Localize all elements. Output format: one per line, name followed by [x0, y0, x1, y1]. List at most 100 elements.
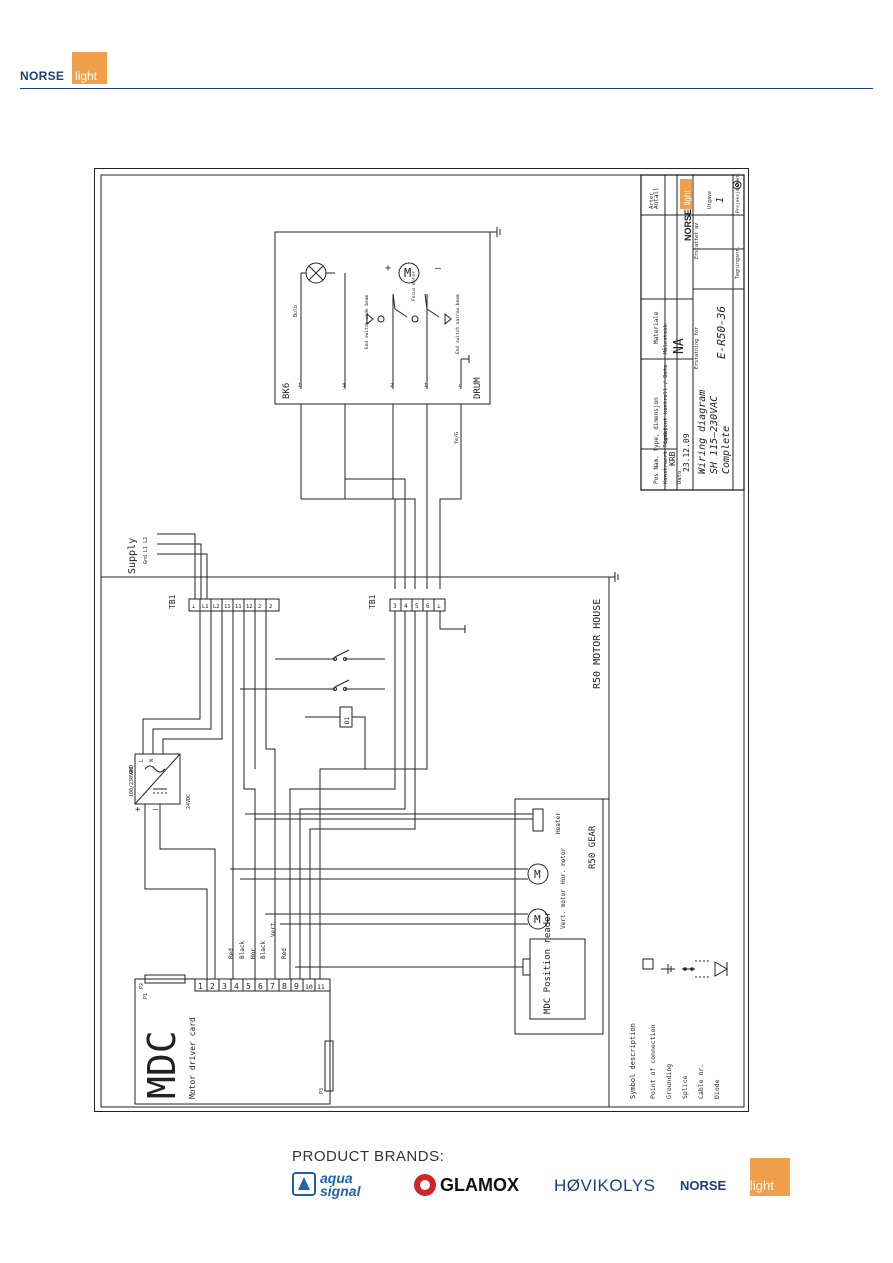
projection-symbol-inner: [735, 183, 739, 187]
tb-materiale: Materiale: [653, 311, 660, 344]
legend-splice-dot: [683, 967, 687, 971]
motor-house-box: R50 MOTOR HOUSE Supply Gnd L1 L2 TB1 ⊥ L…: [100, 533, 619, 1108]
end-switch-narrow-label: End switch narrow beam: [455, 294, 461, 354]
tb-utgave-val: 1: [715, 197, 726, 203]
point-of-connection: [343, 657, 347, 661]
p1-label: P1: [143, 993, 149, 999]
product-brands-title: PRODUCT BRANDS:: [292, 1148, 445, 1165]
diode-symbol: [366, 312, 452, 326]
tb1-top-term: 2: [269, 604, 272, 610]
wire-red1: Red: [228, 948, 235, 959]
tb1-top-label: TB1: [168, 594, 177, 609]
wiring-diagram-sheet: Pos Nam. type, dimensjon Materiale Antal…: [94, 168, 749, 1112]
tb-logo-norse: NORSE: [683, 209, 693, 241]
focus-motor-label: Focus motor: [411, 271, 417, 301]
vert-motor-wires: [265, 913, 528, 925]
tb1-top-term: 11: [224, 604, 231, 610]
drum-term: 1: [424, 383, 427, 389]
wire-red2: Red: [281, 948, 288, 959]
p2-label: P2: [139, 983, 145, 989]
tb1-mid-term: ⊥: [437, 603, 441, 610]
tb1-top-term: L2: [213, 604, 220, 610]
p1-pin: 9: [294, 982, 299, 991]
supply-label: Supply: [127, 538, 138, 574]
hovik-text: HØVIKOLYS: [554, 1176, 656, 1195]
p1-pin: 7: [270, 982, 275, 991]
tb-dato-val: 23.12.09: [682, 433, 691, 472]
tb-title2: SH 115–230VAC: [709, 396, 720, 474]
focus-motor-symbol: [398, 262, 420, 284]
drum-term: 2: [390, 383, 393, 389]
power-supply: [134, 753, 181, 805]
motor-driver-card-label: Motor driver card: [188, 1017, 197, 1099]
switch-blade: [334, 679, 350, 688]
vert-motor-symbol: [527, 908, 549, 930]
wire-hor: Hor: [250, 948, 257, 959]
drum-label: DRUM: [473, 377, 483, 399]
header-divider: [20, 88, 873, 89]
bulb-label: Bulb: [293, 305, 299, 317]
hor-motor-m: M: [534, 868, 541, 881]
p1-pin: 10: [305, 983, 313, 991]
hor-motor-label: Hor. motor: [560, 847, 567, 884]
r50-gear-label: R50 GEAR: [588, 825, 598, 869]
title-block: Pos Nam. type, dimensjon Materiale Antal…: [640, 172, 745, 491]
p1-connector: [194, 978, 331, 992]
drum-term: ⊥: [458, 383, 461, 389]
wire-black2: Black: [260, 941, 267, 959]
tb1-mid-label: TB1: [368, 594, 377, 609]
tb1-mid-term: 5: [415, 603, 419, 610]
p3-label: P3: [319, 1088, 325, 1094]
tb1-top-term: L1: [202, 604, 209, 610]
tb1-mid-strip: [389, 598, 446, 612]
tb1-top-strip: [188, 598, 280, 612]
hor-motor-symbol: [527, 863, 549, 885]
psu-ac-symbol: [144, 765, 166, 773]
heater-wires: [245, 813, 533, 820]
bulb-cross: [308, 265, 324, 281]
mdc-label: MDC: [140, 1030, 184, 1099]
psu-plus: +: [135, 805, 141, 815]
tb-drawing-no: E-R50-36: [715, 306, 728, 359]
tb-tegnnr: Tegningsnr.: [735, 246, 741, 279]
legend-splice-dot: [690, 967, 694, 971]
legend-item: Cable nr.: [697, 1064, 705, 1099]
p3-connector: [324, 1040, 334, 1092]
aqua-signal-icon: [292, 1172, 316, 1196]
tb-title3: Complete: [721, 426, 732, 474]
p1-pin: 1: [198, 982, 203, 991]
psu-out-label: 24VDC: [186, 794, 192, 809]
position-reader-label: MDC Position reader: [543, 910, 553, 1014]
tb-dato: Dato: [677, 471, 683, 484]
tb1-top-term: 12: [246, 604, 253, 610]
psu-n-label: N: [149, 759, 155, 762]
p1-pin: 2: [210, 982, 215, 991]
point-of-connection: [343, 687, 347, 691]
legend-item: Point of connection: [649, 1025, 657, 1099]
p1-pin: 11: [317, 983, 325, 991]
bk6-frame: [274, 231, 491, 405]
point-of-connection: [333, 687, 337, 691]
tb-konstruert: Konstruert Tegnet: [663, 428, 669, 484]
focus-motor-m: M: [404, 266, 411, 280]
focus-minus: –: [435, 263, 442, 274]
position-reader-connector: [522, 958, 531, 976]
legend-ground-symbol: [661, 964, 675, 974]
vert-motor-label: Vert. motor: [560, 889, 567, 929]
glamox-text: GLAMOX: [440, 1175, 519, 1195]
aqua-text: aqua: [320, 1170, 353, 1186]
relay-contacts: [240, 658, 385, 690]
tb1-mid-term: 3: [393, 603, 397, 610]
bk6-drum-box: M + – Bulb End switch wide beam End swit…: [274, 227, 501, 405]
tb-malestokk-val: NA: [672, 338, 687, 354]
r50-gear-box: [514, 798, 604, 1035]
p1-pin: 3: [222, 982, 227, 991]
logo-light-text: light: [75, 69, 98, 83]
norselight-brand-norse: NORSE: [680, 1178, 727, 1193]
psu-gnd-label: GND: [129, 765, 135, 774]
tb-konstruert-val: KRB: [668, 451, 677, 466]
ground-symbol: [439, 611, 466, 633]
norselight-brand-logo: NORSE light: [680, 1158, 790, 1198]
p1-pin: 5: [246, 982, 251, 991]
legend-item: Splice: [681, 1075, 689, 1099]
